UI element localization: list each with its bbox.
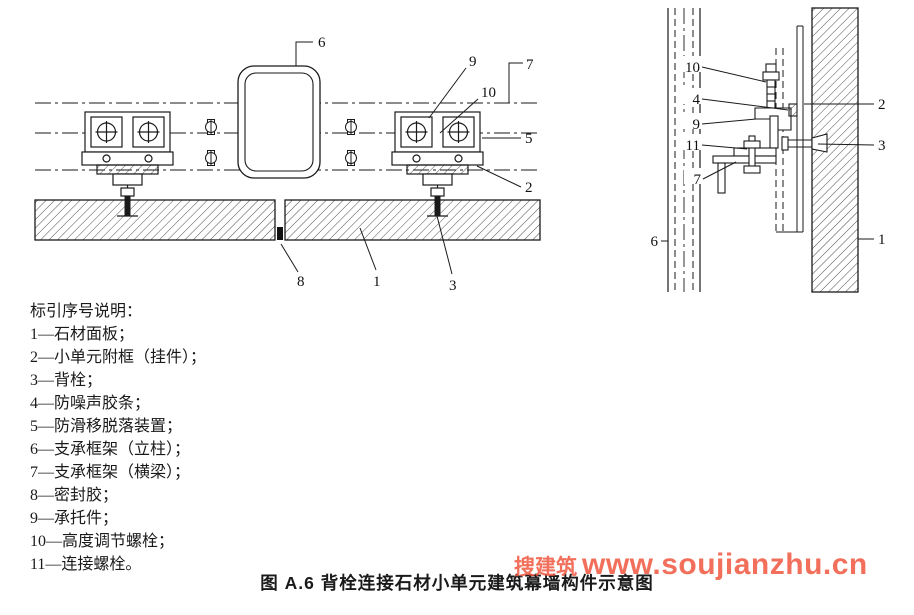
section-callout-4: 4	[693, 92, 701, 108]
bolt-icon	[205, 119, 217, 135]
stone-panel-left	[34, 199, 276, 241]
legend-item-3: 3—背栓；	[30, 372, 103, 389]
connect-bolt-nut-top	[743, 140, 761, 149]
technical-drawing: 6 9 10 7 5 2 8 1 3	[34, 7, 886, 294]
section-callout-leaders	[661, 66, 875, 242]
section-callout-6: 6	[651, 234, 659, 250]
plan-callout-1: 1	[373, 274, 381, 290]
plan-callout-9: 9	[469, 54, 477, 70]
noise-strip	[788, 103, 798, 117]
watermark-brand: 搜建筑	[514, 556, 577, 579]
legend-item-6: 6—支承框架（立柱）；	[30, 441, 191, 458]
legend-item-5: 5—防滑移脱落装置；	[30, 418, 183, 435]
plan-callout-5: 5	[525, 131, 533, 147]
legend-item-7: 7—支承框架（横梁）；	[30, 464, 191, 481]
legend-item-10: 10—高度调节螺栓；	[30, 533, 175, 550]
back-bolt-anchor	[811, 133, 828, 153]
plan-callout-leaders	[280, 41, 523, 275]
beam-web	[717, 162, 726, 194]
bolt-icon	[345, 150, 357, 166]
plan-callout-2: 2	[525, 180, 533, 196]
figure-caption: 图 A.6 背栓连接石材小单元建筑幕墙构件示意图	[260, 573, 654, 593]
legend-item-2: 2—小单元附框（挂件）；	[30, 349, 207, 366]
section-callout-3: 3	[878, 138, 886, 154]
legend-item-1: 1—石材面板；	[30, 326, 135, 343]
plan-callout-8: 8	[297, 274, 305, 290]
plan-callout-10: 10	[481, 85, 496, 101]
adjust-bolt-head	[762, 71, 780, 81]
beam-flange	[712, 155, 777, 164]
section-view: 10 4 9 11 7 6 2 3 1	[651, 7, 886, 293]
section-callout-2: 2	[878, 97, 886, 113]
plan-view: 6 9 10 7 5 2 8 1 3	[34, 35, 541, 294]
bolt-icon	[205, 150, 217, 166]
section-callout-7: 7	[694, 172, 702, 188]
label-backplates	[676, 56, 702, 184]
legend-title: 标引序号说明：	[30, 303, 143, 320]
back-bolt-head	[781, 136, 789, 151]
column-profile-inner	[244, 72, 314, 172]
back-bolt-shank	[788, 139, 812, 148]
plan-callouts: 6 9 10 7 5 2 8 1 3	[297, 35, 534, 294]
legend-block: 标引序号说明： 1—石材面板； 2—小单元附框（挂件）； 3—背栓； 4—防噪声…	[30, 300, 206, 576]
section-callout-1: 1	[878, 232, 886, 248]
plan-callout-7: 7	[526, 57, 534, 73]
stone-panel-right	[284, 199, 541, 241]
legend-item-11: 11—连接螺栓。	[30, 556, 142, 573]
section-callout-10: 10	[685, 60, 700, 76]
connector-assembly	[712, 63, 828, 194]
legend-item-8: 8—密封胶；	[30, 487, 119, 504]
column-profile-outer	[237, 65, 321, 179]
plan-callout-6: 6	[318, 35, 326, 51]
bolt-icon	[345, 119, 357, 135]
connect-bolt-nut-bottom	[743, 165, 761, 174]
plan-callout-3: 3	[449, 278, 457, 294]
section-callouts: 10 4 9 11 7 6 2 3 1	[651, 60, 886, 250]
legend-item-4: 4—防噪声胶条；	[30, 395, 151, 412]
legend-item-9: 9—承托件；	[30, 510, 119, 527]
section-callout-9: 9	[693, 117, 701, 133]
watermark-url: www.soujianzhu.cn	[582, 548, 868, 581]
sealant-joint	[277, 227, 283, 240]
hanger-plate	[769, 115, 779, 149]
adjust-bolt-cap	[765, 63, 777, 73]
section-callout-11: 11	[686, 138, 700, 154]
